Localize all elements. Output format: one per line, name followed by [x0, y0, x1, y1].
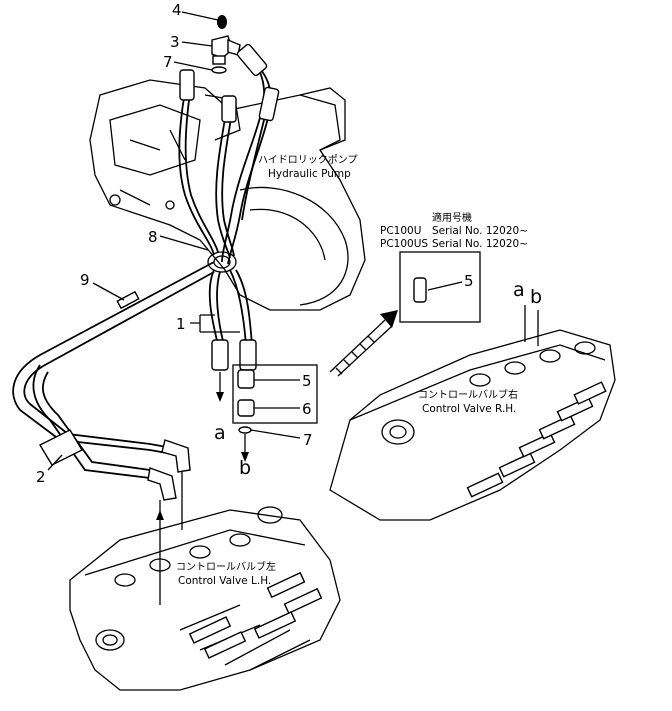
port-b-lower: b [239, 457, 251, 479]
serial-model-2: PC100US [380, 238, 428, 250]
callout-numbers: 4 3 7 8 9 1 2 5 6 7 5 a b a b [36, 1, 542, 486]
pump-label-jp: ハイドロリックポンプ [258, 154, 358, 166]
callout-7-lower: 7 [303, 431, 313, 449]
fitting-5-6-box [232, 364, 318, 462]
callout-4: 4 [172, 1, 182, 19]
cv-rh-label-en: Control Valve R.H. [422, 403, 516, 415]
component-labels: ハイドロリックポンプ Hydraulic Pump コントロールバルブ右 Con… [176, 154, 518, 587]
serial-text-1: Serial No. 12020~ [432, 225, 528, 237]
lh-connections [156, 472, 183, 605]
callout-5-detail: 5 [464, 272, 474, 290]
serial-text-2: Serial No. 12020~ [432, 238, 528, 250]
callout-3: 3 [170, 33, 180, 51]
pump-hoses [178, 43, 280, 265]
pump-label-en: Hydraulic Pump [268, 168, 351, 180]
callout-9: 9 [80, 271, 90, 289]
control-valve-rh [329, 305, 616, 521]
control-valve-lh [69, 506, 341, 691]
cv-lh-label-jp: コントロールバルブ左 [176, 560, 276, 573]
serial-detail-box [399, 251, 481, 323]
callout-6: 6 [302, 400, 312, 418]
callout-2: 2 [36, 468, 46, 486]
detail-pointer-arrow [329, 310, 398, 377]
callout-5: 5 [302, 372, 312, 390]
port-b-upper: b [530, 286, 542, 308]
cv-rh-label-jp: コントロールバルブ右 [418, 388, 518, 401]
callout-7-top: 7 [163, 53, 173, 71]
serial-heading: 適用号機 [432, 211, 472, 224]
hose-bundle [207, 251, 257, 402]
port-a-lower: a [214, 422, 226, 444]
top-fittings [211, 15, 241, 74]
port-a-upper: a [513, 279, 525, 301]
serial-model-1: PC100U [380, 225, 421, 237]
callout-8: 8 [148, 228, 158, 246]
pipe-run-left [12, 261, 215, 501]
callout-1: 1 [176, 315, 186, 333]
serial-applicability: 適用号機 PC100U Serial No. 12020~ PC100US Se… [380, 211, 528, 250]
leader-lines [47, 11, 240, 471]
cv-lh-label-en: Control Valve L.H. [178, 575, 271, 587]
